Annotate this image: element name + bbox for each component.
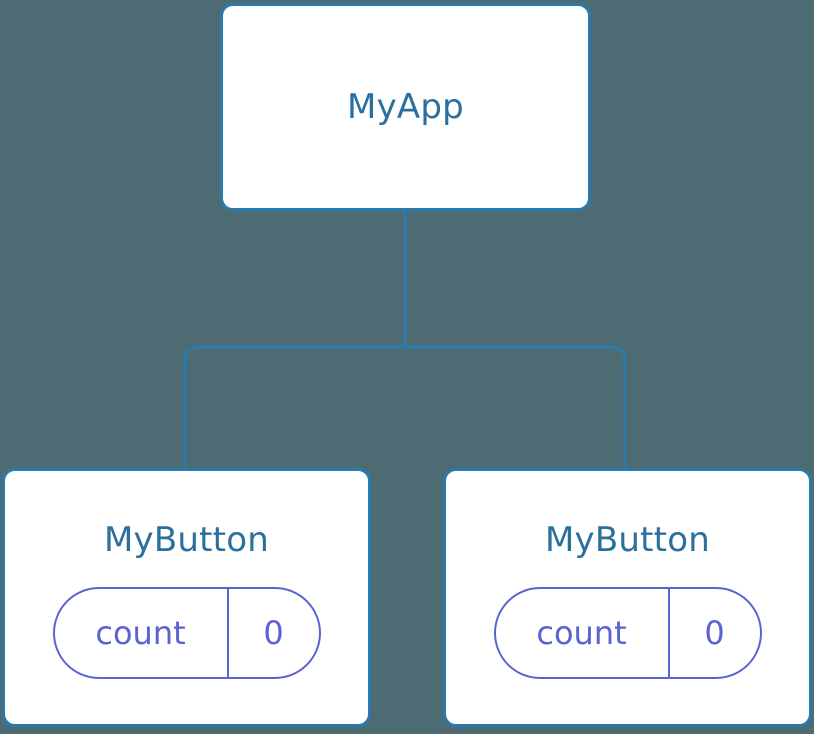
- edge-myapp-to-mybutton-2: [405, 345, 627, 470]
- node-myapp[interactable]: MyApp: [220, 3, 591, 211]
- node-mybutton-1-title: MyButton: [104, 520, 269, 560]
- node-mybutton-1[interactable]: MyButton count 0: [2, 468, 371, 727]
- state-pill-count-2[interactable]: count 0: [493, 587, 762, 679]
- state-pill-divider: [226, 589, 229, 677]
- state-pill-count-1[interactable]: count 0: [52, 587, 321, 679]
- node-mybutton-2[interactable]: MyButton count 0: [443, 468, 812, 727]
- node-mybutton-2-title: MyButton: [545, 520, 710, 560]
- state-pill-value: 0: [704, 614, 725, 652]
- state-pill-key: count: [536, 614, 627, 652]
- state-pill-value: 0: [263, 614, 284, 652]
- node-myapp-title: MyApp: [347, 87, 464, 127]
- state-pill-key: count: [95, 614, 186, 652]
- state-pill-divider: [667, 589, 670, 677]
- edge-myapp-to-mybutton-1: [183, 210, 407, 470]
